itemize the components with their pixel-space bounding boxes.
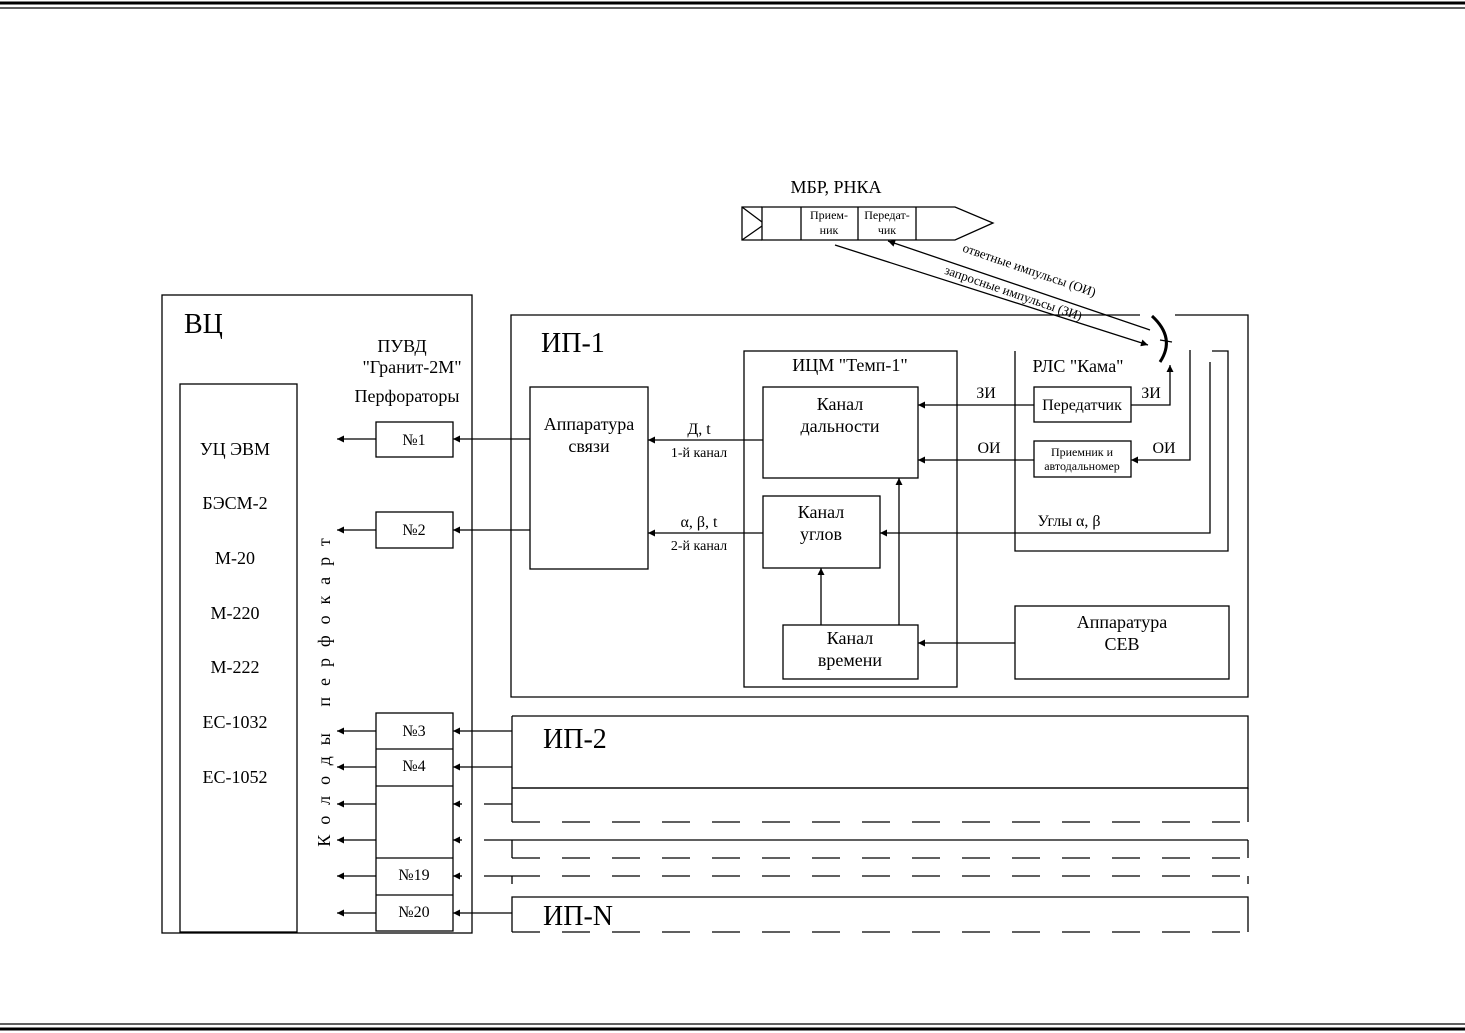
computer-3: М-20 bbox=[215, 548, 255, 568]
rls-title: РЛС "Кама" bbox=[1032, 356, 1123, 376]
angles-label-l1: Канал bbox=[798, 502, 845, 522]
zi-label-left: ЗИ bbox=[976, 385, 996, 402]
slot-4-label: №4 bbox=[402, 758, 425, 775]
sev-label-l2: СЕВ bbox=[1104, 634, 1139, 654]
range-channel-box bbox=[762, 386, 919, 479]
missile-receiver-l1: Прием- bbox=[810, 208, 848, 222]
slot-19-label: №19 bbox=[398, 867, 429, 884]
missile-group: МБР, РНКА Прием- ник Передат- чик bbox=[741, 177, 995, 241]
slot-output-arrows bbox=[337, 435, 376, 917]
angles-label-l2: углов bbox=[800, 524, 842, 544]
computer-4: М-220 bbox=[211, 603, 260, 623]
ip2-title: ИП-2 bbox=[543, 724, 607, 755]
time-channel-box bbox=[782, 624, 919, 680]
rls-box bbox=[1014, 350, 1229, 552]
comm-label-l2: связи bbox=[568, 436, 610, 456]
missile-transmitter-l1: Передат- bbox=[864, 208, 910, 222]
slot-3-label: №3 bbox=[402, 723, 425, 740]
zi-label-right: ЗИ bbox=[1141, 385, 1161, 402]
channel-1-bottom: 1-й канал bbox=[671, 446, 727, 461]
puvd-title: ПУВД bbox=[377, 336, 426, 356]
computer-7: ЕС-1052 bbox=[203, 767, 268, 787]
missile-body bbox=[761, 206, 995, 241]
missile-receiver-l2: ник bbox=[820, 223, 839, 237]
sev-label-l1: Аппаратура bbox=[1077, 612, 1167, 632]
range-label-l2: дальности bbox=[800, 416, 879, 436]
card-deck-label: Колоды перфокарт bbox=[314, 527, 334, 846]
perforators-label: Перфораторы bbox=[355, 386, 460, 406]
missile-tail bbox=[741, 206, 762, 241]
request-link bbox=[834, 244, 1149, 347]
slot-20-label: №20 bbox=[398, 904, 429, 921]
response-link bbox=[887, 239, 1151, 331]
time-label-l2: времени bbox=[818, 650, 883, 670]
computer-2: БЭСМ-2 bbox=[202, 493, 267, 513]
computer-6: ЕС-1032 bbox=[203, 712, 268, 732]
ip1-title: ИП-1 bbox=[541, 328, 605, 359]
channel-2-bottom: 2-й канал bbox=[671, 539, 727, 554]
ip1-station: ИП-1 Аппаратура связи Д, t 1-й канал α, … bbox=[510, 314, 1249, 698]
ipn-title: ИП-N bbox=[543, 901, 613, 932]
antenna-icon bbox=[1150, 314, 1168, 363]
vc-outer-box bbox=[161, 294, 473, 934]
ip2-box bbox=[512, 715, 1249, 789]
ipn-box bbox=[511, 896, 1249, 932]
computing-center: ВЦ УЦ ЭВМ БЭСМ-2 М-20 М-220 М-222 ЕС-103… bbox=[161, 294, 473, 934]
icm-title: ИЦМ "Темп-1" bbox=[792, 355, 908, 375]
computer-5: М-222 bbox=[211, 657, 260, 677]
ip1-outer-box bbox=[510, 314, 1249, 698]
slot-input-arrows bbox=[453, 435, 530, 917]
computer-1: УЦ ЭВМ bbox=[200, 439, 270, 459]
icm-box bbox=[743, 350, 958, 688]
vc-title: ВЦ bbox=[184, 309, 223, 340]
channel-2-top: α, β, t bbox=[681, 514, 719, 531]
missile-title: МБР, РНКА bbox=[790, 177, 881, 197]
comm-label-l1: Аппаратура bbox=[544, 414, 634, 434]
receiver-label-l1: Приемник и bbox=[1051, 445, 1114, 459]
other-stations: ИП-2 ИП-N bbox=[511, 715, 1249, 933]
oi-label-left: ОИ bbox=[977, 440, 1001, 457]
time-label-l1: Канал bbox=[827, 628, 874, 648]
range-label-l1: Канал bbox=[817, 394, 864, 414]
angles-signal-label: Углы α, β bbox=[1038, 513, 1101, 530]
receiver-label-l2: автодальномер bbox=[1044, 459, 1120, 473]
missile-transmitter-l2: чик bbox=[878, 223, 896, 237]
slot-2-label: №2 bbox=[402, 522, 425, 539]
perforator-slots: №1 №2 №3 №4 №19 №20 bbox=[375, 421, 454, 932]
transmitter-label: Передатчик bbox=[1042, 397, 1122, 414]
puvd-name: "Гранит-2М" bbox=[362, 357, 461, 377]
comm-equipment-box bbox=[529, 386, 649, 570]
channel-1-top: Д, t bbox=[687, 421, 711, 438]
slot-1-label: №1 bbox=[402, 432, 425, 449]
slot-stack-box bbox=[375, 712, 454, 932]
computers-box bbox=[179, 383, 298, 933]
oi-label-right: ОИ bbox=[1152, 440, 1176, 457]
radio-links: ответные импульсы (ОИ) запросные импульс… bbox=[834, 239, 1173, 363]
